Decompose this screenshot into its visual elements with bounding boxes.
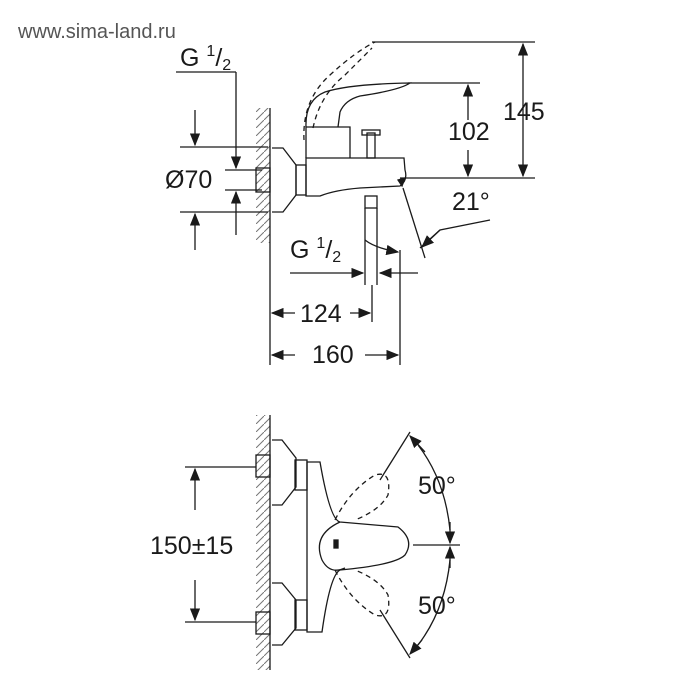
angle-up-label: 50° <box>418 472 456 500</box>
thread-g: G <box>180 44 200 72</box>
lower-nut <box>294 599 308 631</box>
lower-inlet <box>255 611 271 635</box>
thread-g: G <box>290 236 310 264</box>
body-front <box>306 461 410 633</box>
cartridge <box>305 126 351 158</box>
depth-total-label: 160 <box>312 341 354 369</box>
handle-front <box>318 521 346 571</box>
watermark: www.sima-land.ru <box>18 21 176 43</box>
diverter-stem <box>366 132 376 159</box>
thread-num: 1 <box>206 43 216 60</box>
thread-den: 2 <box>332 249 342 266</box>
thread-num: 1 <box>316 235 326 252</box>
handle-down-dashed <box>334 569 390 617</box>
spout-aerator <box>396 177 407 188</box>
diverter-knob <box>361 129 381 136</box>
side-view <box>176 41 535 365</box>
height-total-label: 145 <box>503 98 545 126</box>
depth-outlet-label: 124 <box>300 300 342 328</box>
thread-top-label: G 1/2 <box>180 43 232 74</box>
body <box>305 157 407 197</box>
wall-hatch-front <box>256 415 270 670</box>
upper-nut <box>294 459 308 491</box>
handle-mark <box>333 539 339 549</box>
thread-den: 2 <box>222 57 232 74</box>
front-view <box>185 415 460 670</box>
lower-flange <box>272 582 297 646</box>
diameter-label: Ø70 <box>165 166 213 194</box>
inlet-fitting <box>255 167 271 193</box>
outlet-nut <box>364 195 378 209</box>
upper-inlet <box>255 454 271 478</box>
angle-down-label: 50° <box>418 592 456 620</box>
center-distance-label: 150±15 <box>150 532 234 560</box>
lever <box>305 82 413 128</box>
spout-angle-label: 21° <box>452 188 490 216</box>
thread-bottom-label: G 1/2 <box>290 235 342 266</box>
flange <box>272 147 297 213</box>
height-lever-label: 102 <box>448 118 490 146</box>
nut <box>295 164 307 196</box>
wall-hatch <box>256 108 270 243</box>
lever-raised-dashed <box>303 41 376 141</box>
handle-up-dashed <box>334 473 390 521</box>
upper-flange <box>272 439 297 506</box>
lever-raised-dashed-2 <box>312 47 373 129</box>
